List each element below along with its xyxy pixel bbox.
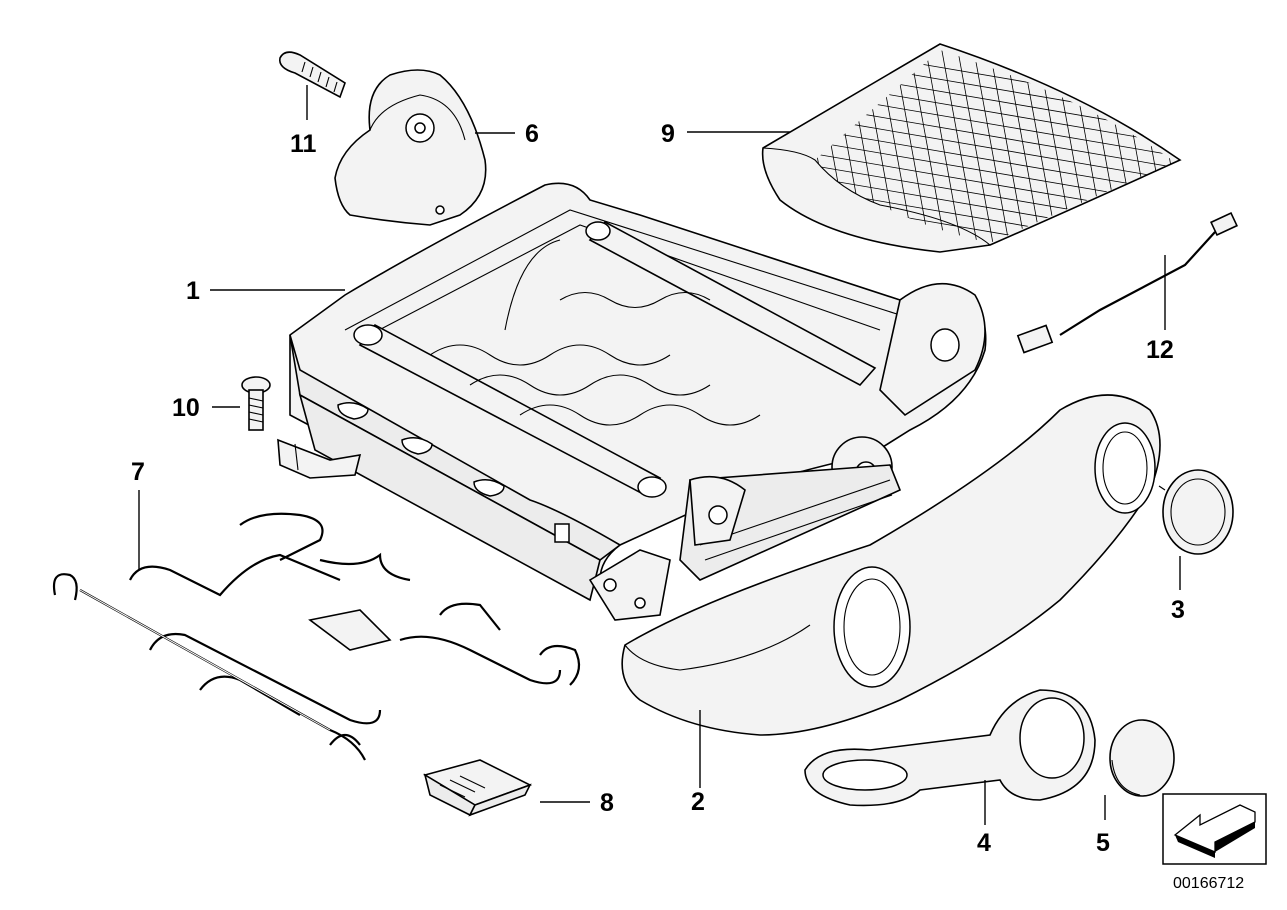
grid-line	[923, 50, 965, 243]
grid-line	[971, 50, 1013, 243]
leader-lines	[138, 85, 1181, 825]
handle-part-4[interactable]	[804, 689, 1096, 807]
cap-part-5[interactable]	[1109, 719, 1175, 797]
label-part-4: 4	[977, 829, 991, 857]
label-part-5: 5	[1096, 829, 1110, 857]
label-part-10: 10	[172, 394, 200, 422]
label-part-12: 12	[1146, 336, 1174, 364]
label-part-1: 1	[186, 277, 200, 305]
grid-line	[815, 123, 1175, 195]
label-part-8: 8	[600, 789, 614, 817]
arrow-down-left-icon	[1162, 793, 1267, 865]
grid-line	[1163, 50, 1175, 243]
screw-part-10[interactable]	[241, 376, 271, 431]
grid-line	[939, 50, 981, 243]
drawing-number: 00166712	[1173, 875, 1244, 892]
part-labels: 1 2 3 4 5 6 7 8 9 10 11 12	[131, 120, 1185, 857]
grid-line	[955, 50, 997, 243]
bolt-part-11[interactable]	[278, 51, 346, 99]
seat-frame-part-1[interactable]	[277, 182, 987, 621]
connector-part-8[interactable]	[422, 759, 533, 817]
label-part-7: 7	[131, 458, 145, 486]
label-part-3: 3	[1171, 596, 1185, 624]
cover-part-3[interactable]	[1158, 469, 1234, 555]
cable-part-12[interactable]	[1016, 211, 1238, 354]
side-panel-part-2[interactable]	[621, 394, 1161, 736]
gear-cover-part-6[interactable]	[334, 69, 487, 226]
label-part-9: 9	[661, 120, 675, 148]
label-part-6: 6	[525, 120, 539, 148]
label-part-11: 11	[290, 130, 317, 158]
spring-mat-part-7[interactable]	[52, 512, 581, 761]
label-part-2: 2	[691, 788, 705, 816]
